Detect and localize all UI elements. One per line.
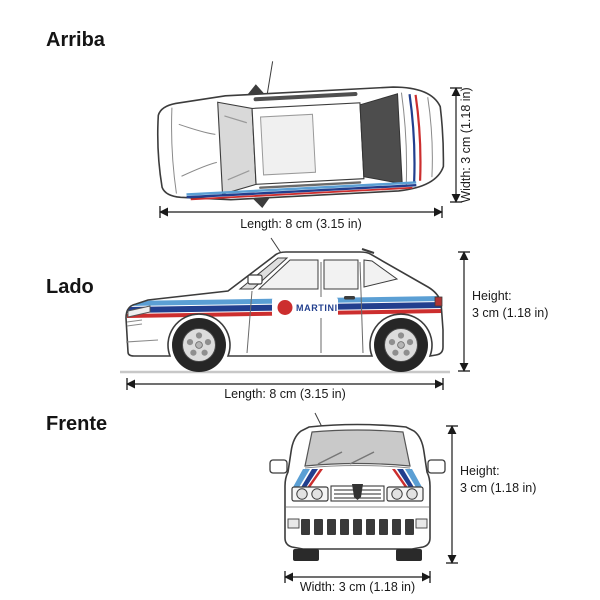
side-height-dimension: Height: 3 cm (1.18 in) xyxy=(458,251,548,372)
bumper-slat xyxy=(366,519,375,535)
hood-crease-right xyxy=(181,161,217,177)
top-width-text: Width: 3 cm (1.18 in) xyxy=(459,87,473,202)
rear-wheel xyxy=(374,318,428,372)
side-mirror-right xyxy=(252,197,270,209)
top-view-label: Arriba xyxy=(46,29,106,51)
roof-antenna xyxy=(314,412,323,428)
fog-light-right xyxy=(415,518,428,529)
hood-crease-left xyxy=(178,123,216,135)
hood-stripes xyxy=(292,469,423,489)
martini-logo-ball xyxy=(277,300,293,315)
bumper-slat xyxy=(327,519,336,535)
bumper-slat xyxy=(340,519,349,535)
side-view-drawing: MARTINI xyxy=(120,237,450,374)
hood-seam xyxy=(171,107,177,194)
door-handle xyxy=(344,296,355,300)
front-height-label: Height: xyxy=(460,464,500,478)
side-mirror-left xyxy=(247,84,265,95)
front-height-value: 3 cm (1.18 in) xyxy=(460,481,536,495)
side-view-label: Lado xyxy=(46,276,94,298)
roof-antenna xyxy=(266,61,274,94)
wiper xyxy=(349,451,375,465)
hood-stripe-dark-blue xyxy=(300,469,318,489)
front-bumper xyxy=(286,506,429,535)
rear-door-window xyxy=(323,259,359,290)
wiper xyxy=(317,451,343,465)
windshield-reflection xyxy=(224,115,247,124)
lancia-badge xyxy=(352,484,363,500)
headlight-left xyxy=(291,486,329,502)
top-width-dimension: Width: 3 cm (1.18 in) xyxy=(450,87,473,203)
cowl-line xyxy=(304,465,411,469)
hood-stripe-dark-blue xyxy=(397,469,415,489)
top-length-dimension: Length: 8 cm (3.15 in) xyxy=(159,206,443,231)
flank-stripe-red xyxy=(190,186,413,201)
side-length-dimension: Length: 8 cm (3.15 in) xyxy=(126,378,444,401)
side-height-label: Height: xyxy=(472,289,512,303)
front-height-dimension: Height: 3 cm (1.18 in) xyxy=(446,425,536,564)
side-glass-strip xyxy=(259,181,362,189)
bumper-slat xyxy=(392,519,401,535)
side-mirror xyxy=(247,274,263,285)
windshield-reflection xyxy=(227,170,250,181)
front-view-label: Frente xyxy=(46,413,107,435)
headlight-right xyxy=(386,486,424,502)
rear-stripe-red xyxy=(414,94,422,181)
roof-antenna xyxy=(270,237,282,254)
martini-logo: MARTINI xyxy=(272,297,338,318)
front-door-window xyxy=(257,259,319,290)
front-tire-right xyxy=(396,549,422,561)
bumper-slat xyxy=(301,519,310,535)
front-wheel xyxy=(172,318,226,372)
quarter-window xyxy=(363,259,399,288)
hood-stripe-red xyxy=(306,469,323,489)
fog-light-left xyxy=(287,518,300,529)
headlight-side xyxy=(127,305,151,318)
hood-stripe-light-blue xyxy=(292,469,310,489)
hood-stripe-red xyxy=(392,469,409,489)
roof-spoiler xyxy=(361,248,375,254)
flank-stripe-light-blue xyxy=(186,181,417,196)
bumper-slat xyxy=(353,519,362,535)
bumper-slat xyxy=(379,519,388,535)
front-grille xyxy=(330,484,385,502)
martini-logo-text: MARTINI xyxy=(296,303,338,313)
bumper-slat xyxy=(314,519,323,535)
rear-stripe-blue xyxy=(408,94,416,183)
rear-window-top xyxy=(359,93,403,185)
side-length-text: Length: 8 cm (3.15 in) xyxy=(224,387,346,401)
front-width-text: Width: 3 cm (1.18 in) xyxy=(300,580,415,594)
hatch-seam xyxy=(400,92,408,185)
side-mirror-left xyxy=(269,459,288,474)
grille-line xyxy=(126,323,143,327)
front-tire-left xyxy=(293,549,319,561)
car-body-side-outline xyxy=(125,251,444,358)
top-length-text: Length: 8 cm (3.15 in) xyxy=(240,217,362,231)
side-mirror-right xyxy=(427,459,446,474)
bumper-slat xyxy=(405,519,414,535)
top-view-drawing xyxy=(156,61,445,209)
rear-bumper-seam xyxy=(427,97,433,178)
bumper-seam xyxy=(125,339,159,343)
side-height-value: 3 cm (1.18 in) xyxy=(472,306,548,320)
door-seam xyxy=(246,290,253,354)
front-view-drawing xyxy=(269,412,446,561)
side-glass-strip xyxy=(253,92,358,102)
windshield-top xyxy=(217,101,257,195)
sunroof xyxy=(260,113,317,176)
flank-stripe-dark-blue xyxy=(186,183,417,199)
taillight xyxy=(434,296,443,307)
front-width-dimension: Width: 3 cm (1.18 in) xyxy=(284,571,431,594)
grille-line xyxy=(126,319,143,323)
hood-stripe-light-blue xyxy=(405,469,423,489)
door-seam xyxy=(359,261,364,354)
